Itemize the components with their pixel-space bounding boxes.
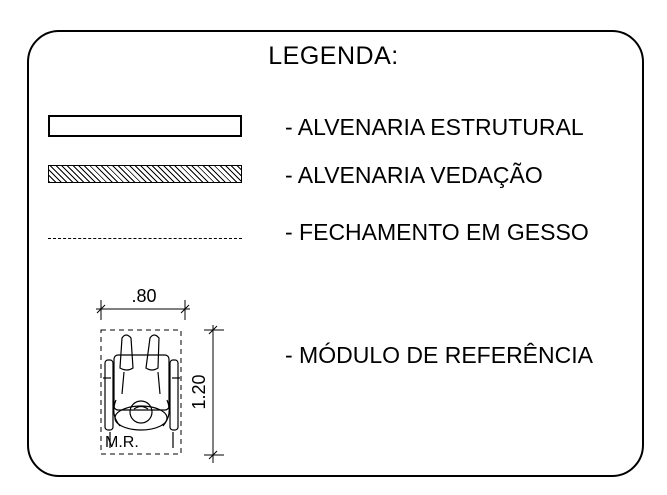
width-dimension xyxy=(96,300,190,320)
legend-frame xyxy=(27,30,644,477)
width-dimension-text: .80 xyxy=(131,286,156,306)
sealing-masonry-symbol xyxy=(48,165,242,183)
depth-dimension xyxy=(204,325,224,463)
structural-masonry-label: - ALVENARIA ESTRUTURAL xyxy=(285,114,584,140)
wheelchair-user-icon xyxy=(103,334,180,448)
sealing-masonry-label: - ALVENARIA VEDAÇÃO xyxy=(285,162,543,188)
structural-masonry-symbol xyxy=(48,115,242,137)
reference-module-label: - MÓDULO DE REFERÊNCIA xyxy=(285,342,593,368)
gypsum-closure-label: - FECHAMENTO EM GESSO xyxy=(285,219,589,245)
module-tag: M.R. xyxy=(105,434,139,451)
legend-title: LEGENDA: xyxy=(268,42,399,70)
module-boundary xyxy=(100,329,182,455)
depth-dimension-text: 1.20 xyxy=(189,374,209,409)
gypsum-closure-symbol xyxy=(48,238,242,239)
